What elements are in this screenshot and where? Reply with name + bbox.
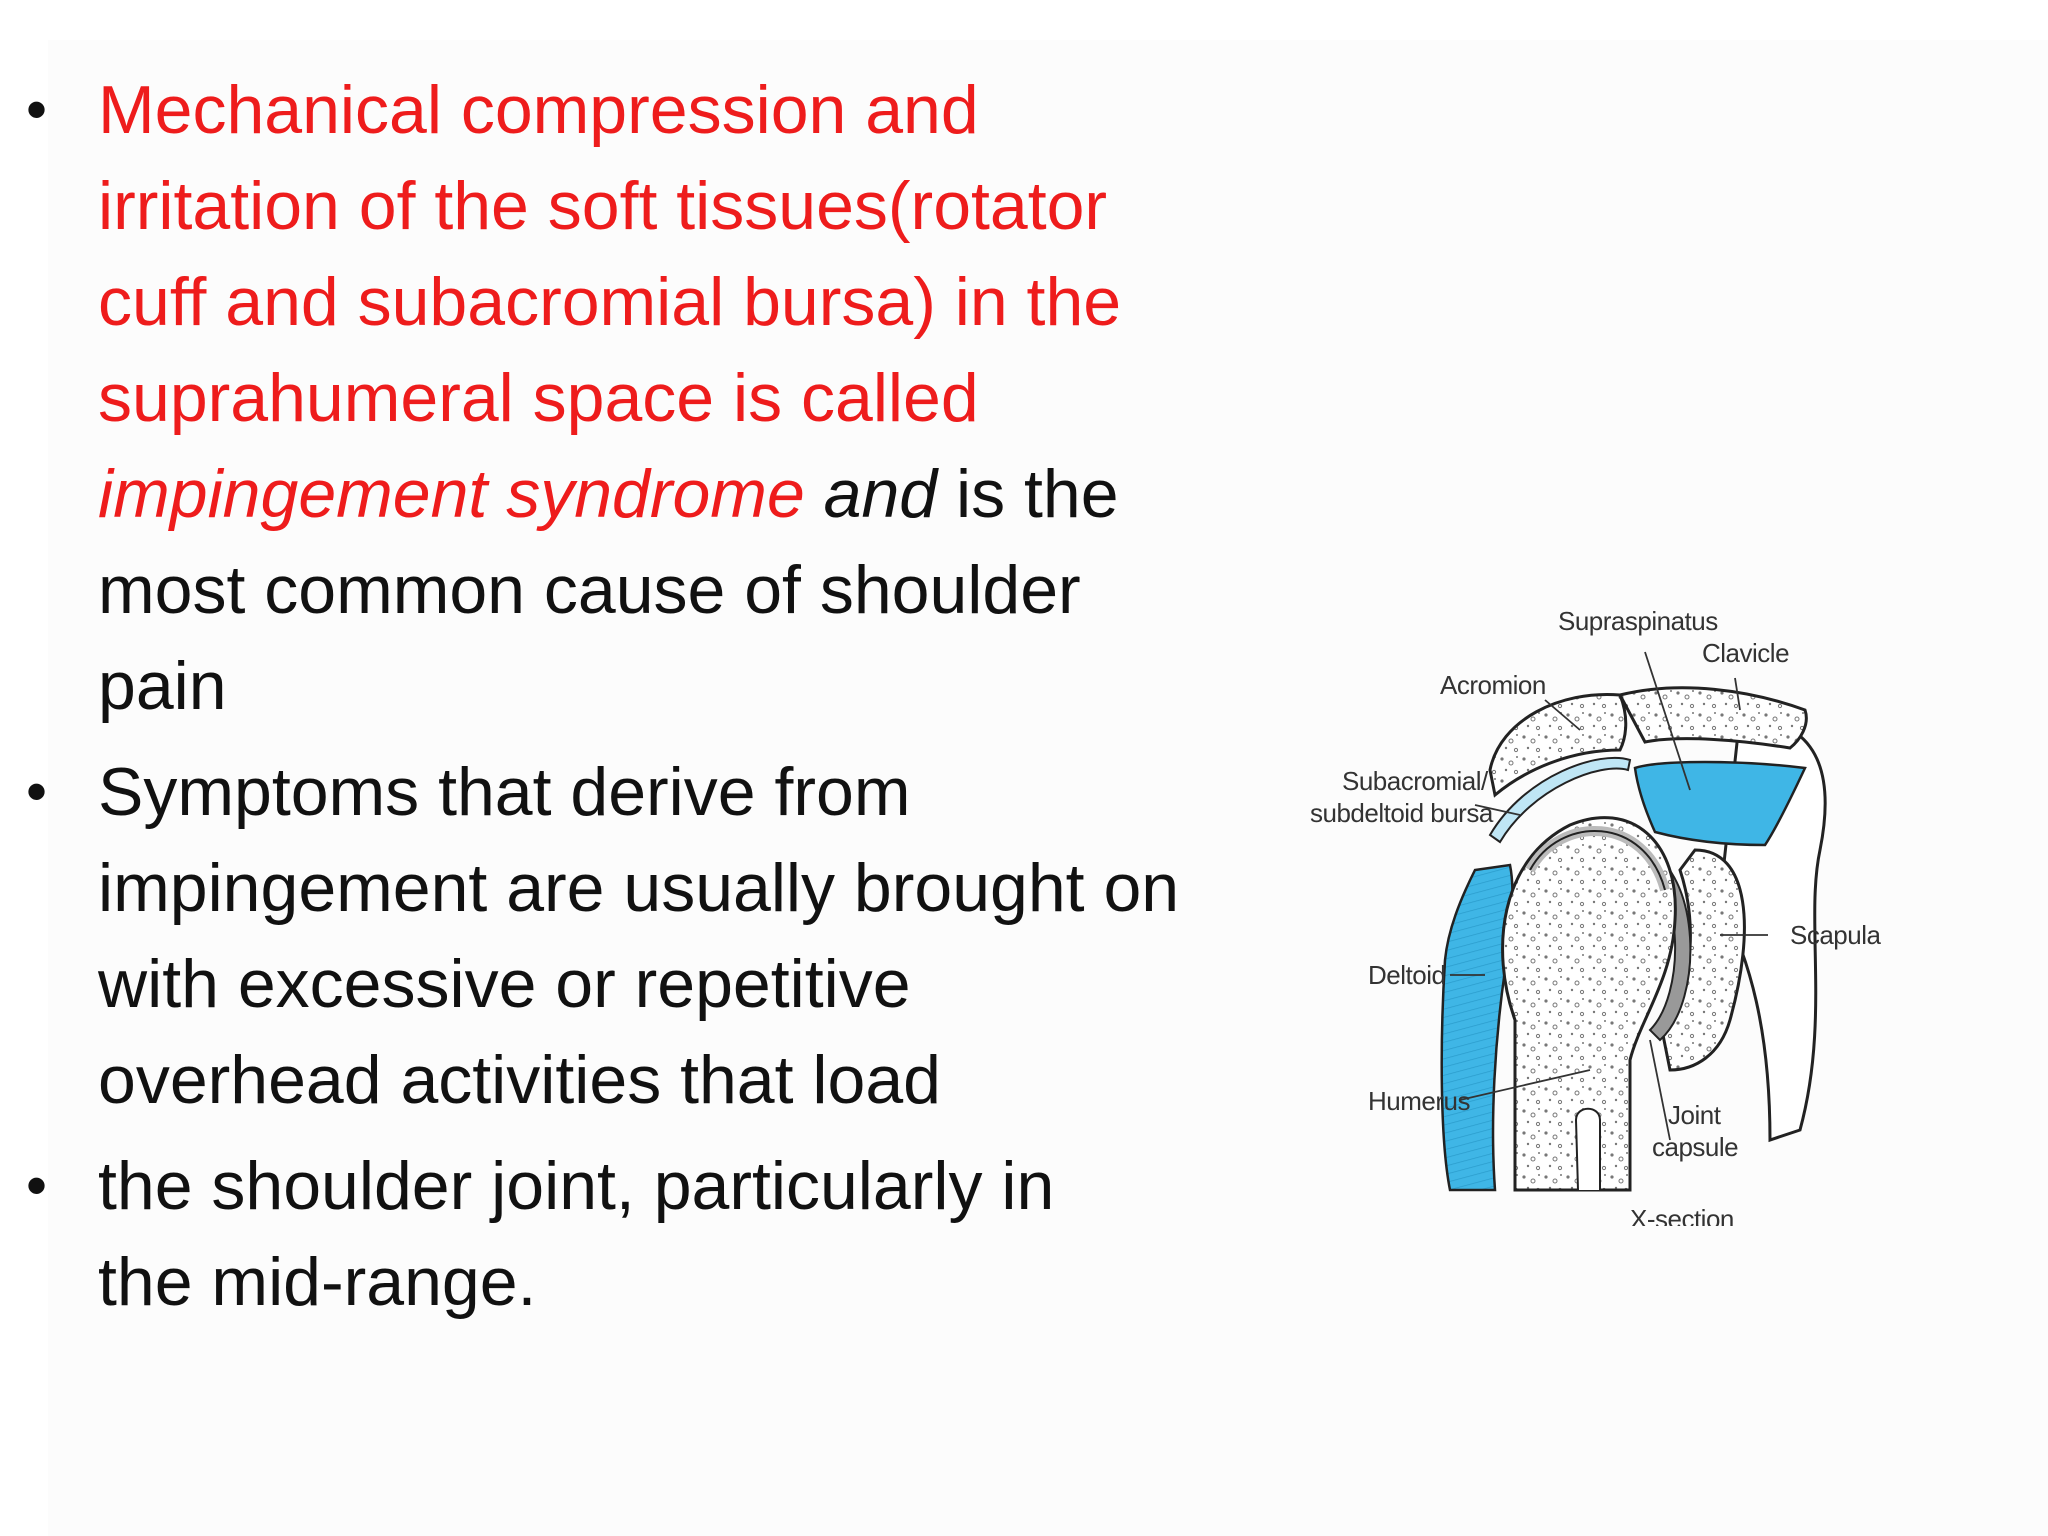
acromion-shape — [1488, 692, 1628, 798]
bullet-impingement-definition: • Mechanical compression and irritation … — [0, 62, 1290, 734]
humerus-shape — [1501, 816, 1677, 1192]
label-acromion: Acromion — [1440, 670, 1546, 700]
label-subdeltoid-bursa: subdeltoid bursa — [1310, 798, 1493, 828]
bullet-line: suprahumeral space is called — [98, 360, 979, 436]
leader-lines — [1450, 651, 1768, 1141]
label-joint: Joint — [1668, 1100, 1721, 1130]
bullet-line: pain — [98, 648, 227, 724]
subacromial-bursa-shape — [1488, 756, 1632, 844]
bullet-line: overhead activities that load — [98, 1042, 941, 1118]
bullet-line: with excessive or repetitive — [98, 946, 911, 1022]
deltoid-shape — [1440, 863, 1514, 1192]
bullet-line: most common cause of shoulder — [98, 552, 1081, 628]
bullet-shoulder-joint: • the shoulder joint, particularly in th… — [0, 1138, 1290, 1330]
bullet-symptoms: • Symptoms that derive from impingement … — [0, 744, 1290, 1128]
bullet-line: cuff and subacromial bursa) in the — [98, 264, 1122, 340]
bullet-line: impingement are usually brought on — [98, 850, 1180, 926]
shoulder-anatomy-figure: Supraspinatus Clavicle Acromion Subacrom… — [1300, 600, 1900, 1240]
bullet-line: the shoulder joint, particularly in — [98, 1148, 1055, 1224]
bullet-line: irritation of the soft tissues(rotator — [98, 168, 1108, 244]
bullet-line: impingement syndrome and is the — [98, 446, 1290, 542]
bullet-marker: • — [26, 76, 48, 143]
label-clavicle: Clavicle — [1702, 638, 1790, 668]
bullet-line: Mechanical compression and — [98, 72, 979, 148]
bullet-line: the mid-range. — [98, 1244, 537, 1320]
label-scapula: Scapula — [1790, 920, 1881, 950]
label-supraspinatus: Supraspinatus — [1558, 606, 1718, 636]
label-deltoid: Deltoid — [1368, 960, 1446, 990]
term-impingement-syndrome: impingement syndrome — [98, 456, 805, 532]
label-subacromial: Subacromial/ — [1342, 766, 1488, 796]
label-x-section: X-section — [1630, 1204, 1734, 1226]
label-humerus: Humerus — [1368, 1086, 1470, 1116]
bullet-list: • Mechanical compression and irritation … — [0, 62, 1290, 1340]
clavicle-shape — [1617, 686, 1808, 750]
italic-and: and — [823, 456, 938, 532]
bullet-line: Symptoms that derive from — [98, 754, 911, 830]
shoulder-anatomy-drawing — [1440, 651, 1827, 1192]
bullet-marker: • — [26, 758, 48, 825]
label-capsule: capsule — [1652, 1132, 1739, 1162]
marrow-canal — [1574, 1107, 1601, 1191]
supraspinatus-shape — [1633, 760, 1807, 847]
bullet-marker: • — [26, 1152, 48, 1219]
bullet-text: is the — [937, 456, 1119, 532]
